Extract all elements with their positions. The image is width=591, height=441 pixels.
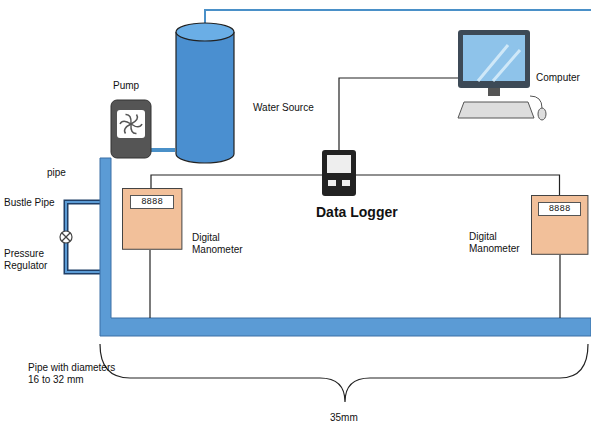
impeller-blade	[131, 124, 137, 134]
screen	[463, 35, 525, 81]
node-label: Digital Manometer	[469, 231, 527, 255]
manometer: 8888Digital Manometer	[531, 195, 588, 255]
part-label: Bustle Pipe	[4, 197, 62, 209]
pump: Pump	[111, 100, 151, 158]
logger-button	[342, 180, 350, 186]
connector-line	[339, 78, 458, 150]
signal-wire	[151, 175, 322, 188]
logger-button	[328, 180, 336, 186]
node-label: Pump	[113, 80, 153, 92]
water-source-shape	[175, 22, 235, 164]
main-pipe	[100, 158, 591, 336]
sensor-wire	[149, 250, 150, 318]
supply-line	[205, 10, 591, 24]
computer-shape	[458, 30, 538, 122]
impeller-blade	[120, 121, 131, 124]
node-label: Digital Manometer	[192, 232, 254, 256]
part-label: pipe	[47, 167, 87, 179]
manometer-body	[532, 196, 588, 255]
pipe-connector	[151, 150, 175, 151]
tank-body	[176, 32, 234, 163]
pressure-valve	[60, 231, 72, 243]
dimension-label: 35mm	[330, 412, 370, 424]
data-logger-shape	[322, 150, 356, 196]
logger-screen	[327, 155, 351, 173]
signal-wire	[339, 78, 458, 150]
impeller-blade	[131, 124, 142, 127]
part-label: Pressure Regulator	[4, 248, 60, 272]
impeller-blade	[125, 124, 131, 134]
valve-cross	[62, 233, 70, 241]
mouse-cable	[530, 96, 542, 108]
screen-glare	[478, 45, 520, 81]
pump-shape	[111, 100, 151, 158]
dimension-brace	[100, 344, 588, 402]
mouse	[538, 108, 546, 120]
impeller-blade	[126, 114, 132, 124]
pump-body	[111, 100, 151, 158]
display-reading: 8888	[130, 195, 174, 209]
monitor	[458, 30, 530, 88]
computer: Computer	[458, 30, 538, 122]
pump-face	[117, 110, 145, 138]
data-logger: Data Logger	[322, 150, 356, 196]
display-reading: 8888	[538, 202, 581, 216]
connector-line	[356, 175, 560, 195]
sensor-wire	[559, 255, 560, 318]
node-label: Data Logger	[316, 204, 426, 220]
valve-cross	[62, 233, 70, 241]
dimension-label: Pipe with diameters 16 to 32 mm	[28, 362, 128, 386]
connector-line	[151, 148, 175, 152]
water-source: Water Source	[175, 22, 235, 164]
logger-body	[322, 150, 356, 196]
node-label: Computer	[536, 72, 588, 84]
manometer: 8888Digital Manometer	[122, 188, 182, 250]
keyboard	[458, 102, 534, 118]
manometer-body	[123, 189, 182, 250]
tank-top	[176, 23, 234, 41]
impeller-blade	[131, 114, 137, 124]
signal-wire	[356, 175, 560, 195]
connector-line	[151, 175, 322, 188]
node-label: Water Source	[253, 102, 333, 114]
stand	[488, 88, 500, 96]
